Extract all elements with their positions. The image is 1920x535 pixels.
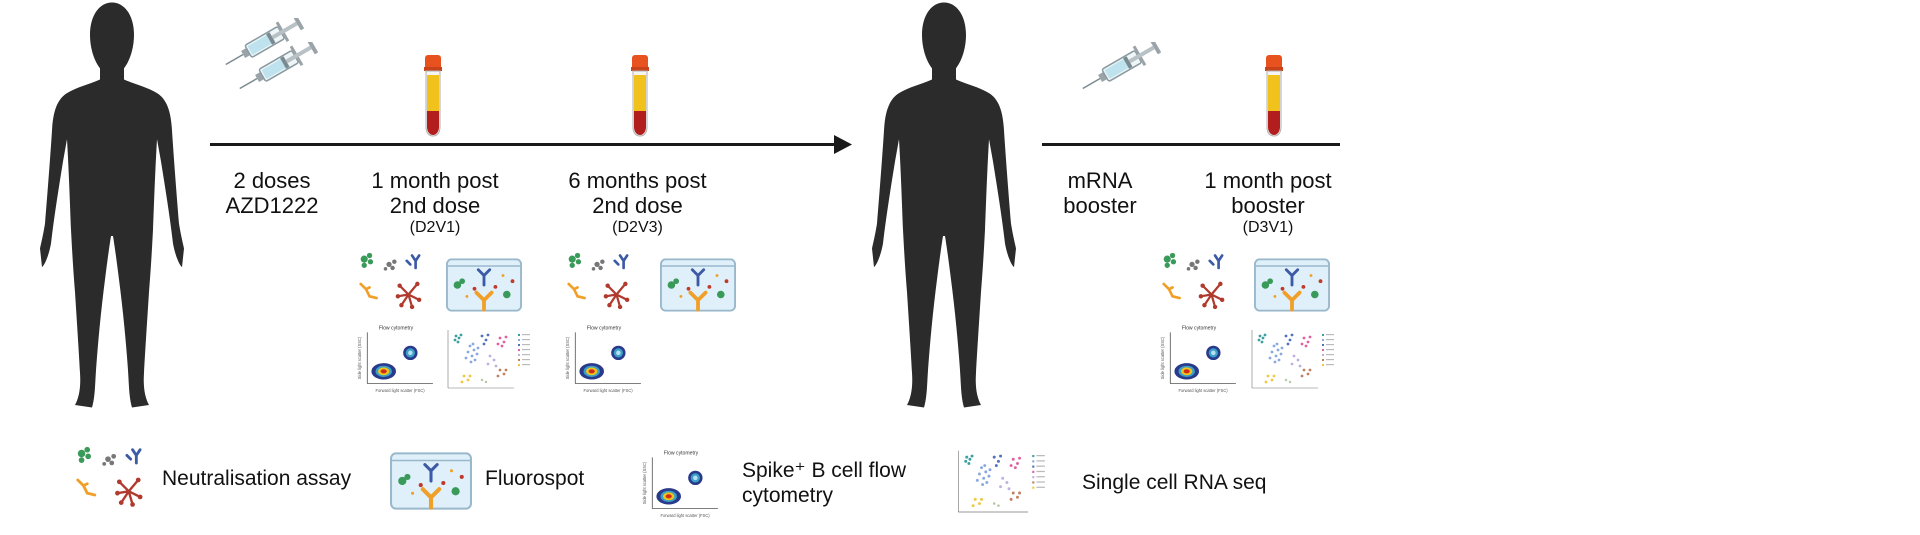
timepoint-code: (D2V1) [409,219,461,236]
fluorospot-well-icon [390,452,472,510]
syringe-icon [1075,42,1165,92]
timepoint-label-d2v1: 1 month post 2nd dose (D2V1) [355,168,515,238]
timepoint-line2: 2nd dose [389,193,481,218]
blood-tube-icon [629,55,651,137]
fluorospot-well-icon [660,258,736,312]
timepoint-line1: 1 month post [1204,168,1332,193]
neutralisation-assay-icon [1160,252,1240,314]
timepoint-label-d2v3: 6 months post 2nd dose (D2V3) [555,168,720,238]
timeline-primary [210,143,840,146]
tsne-cluster-plot-icon [442,326,532,396]
legend-scrna-label: Single cell RNA seq [1082,471,1267,494]
timepoint-line2: AZD1222 [225,193,319,218]
legend-flow-line1: Spike⁺ B cell flow [742,459,906,482]
legend-neutralisation-label: Neutralisation assay [162,467,352,490]
timepoint-line1: 6 months post [568,168,707,193]
fluorospot-well-icon [1254,258,1330,312]
timepoint-line1: 2 doses [233,168,311,193]
person-silhouette-icon [869,0,1019,410]
legend-flow-line2: cytometry [742,484,834,507]
flow-cytometry-plot-icon [563,322,645,394]
timepoint-code: (D3V1) [1242,219,1294,236]
legend-fluorospot-label: Fluorospot [485,467,585,490]
timepoint-label-d3v1: 1 month post booster (D3V1) [1188,168,1348,238]
flow-cytometry-plot-icon [640,446,722,520]
blood-tube-icon [1263,55,1285,137]
timepoint-line1: mRNA [1067,168,1133,193]
neutralisation-assay-icon [357,252,437,314]
syringe-icon [232,42,322,92]
timeline-booster [1042,143,1340,146]
tsne-cluster-plot-icon [952,446,1047,521]
neutralisation-assay-icon [565,252,645,314]
fluorospot-well-icon [446,258,522,312]
timepoint-line2: 2nd dose [592,193,683,218]
timepoint-line2: booster [1063,193,1137,218]
flow-cytometry-plot-icon [1158,322,1240,394]
timepoint-line1: 1 month post [371,168,499,193]
neutralisation-assay-icon [74,445,159,513]
legend-flow-label: Spike⁺ B cell flow cytometry [742,458,906,508]
flow-cytometry-plot-icon [355,322,437,394]
tsne-cluster-plot-icon [1246,326,1336,396]
blood-tube-icon [422,55,444,137]
arrow-head-icon [834,135,852,154]
person-silhouette-icon [37,0,187,410]
timepoint-line2: booster [1231,193,1305,218]
timepoint-label-booster: mRNA booster [1055,168,1145,218]
timepoint-label-primary: 2 doses AZD1222 [212,168,332,218]
timepoint-code: (D2V3) [612,219,663,236]
